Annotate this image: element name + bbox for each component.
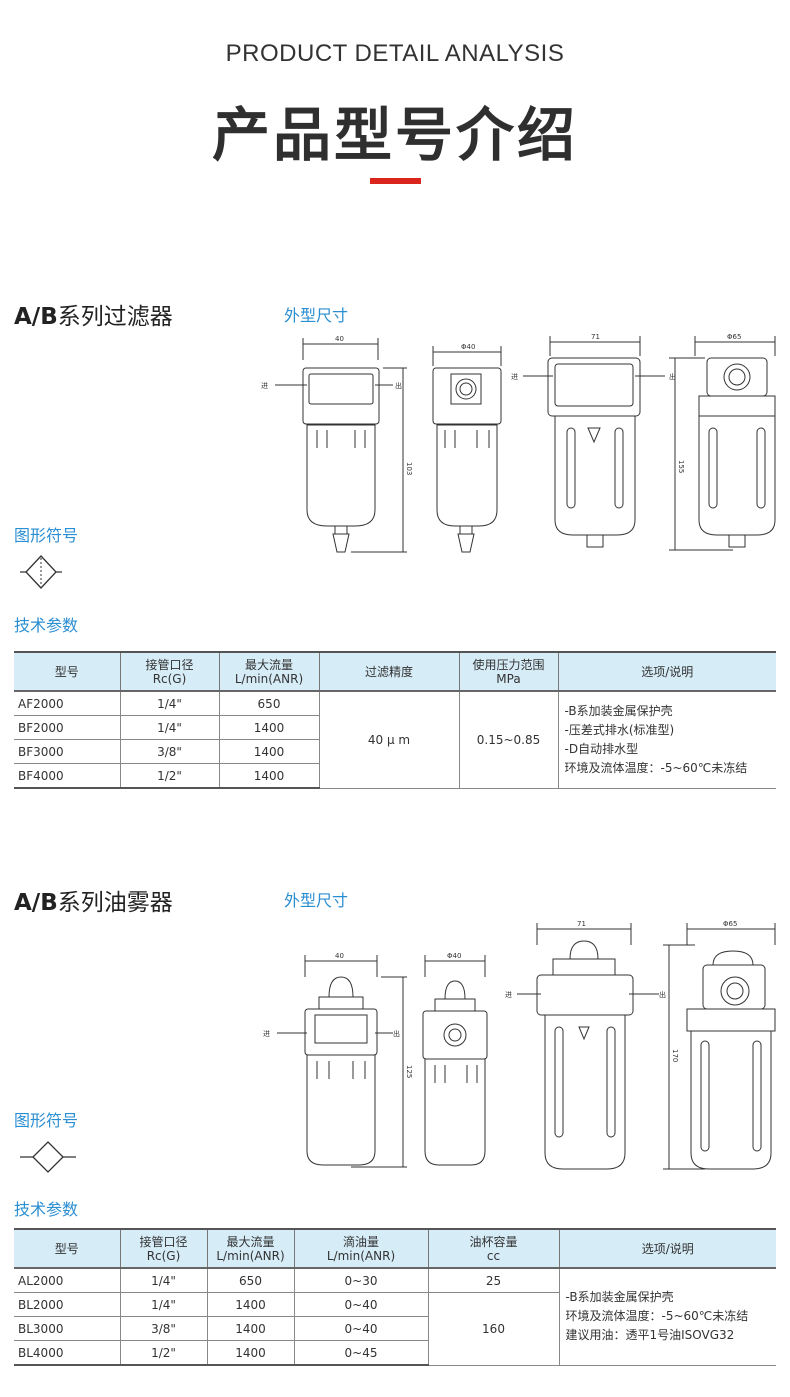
svg-text:进: 进 <box>263 1030 270 1038</box>
svg-text:71: 71 <box>577 920 586 928</box>
lubricator-options-notes: -B系加装金属保护壳 环境及流体温度：-5~60℃未冻结 建议用油：透平1号油I… <box>558 1267 776 1366</box>
title-underline <box>370 178 421 184</box>
table-row: AL2000 1/4" 650 0~30 25 -B系加装金属保护壳 环境及流体… <box>14 1267 776 1366</box>
header-port-size: 接管口径 Rc(G) <box>119 651 220 692</box>
filter-symbol-label: 图形符号 <box>14 526 79 545</box>
svg-text:出: 出 <box>669 372 676 381</box>
header-port-size: 接管口径 Rc(G) <box>119 1228 208 1269</box>
lubricator-dimensions-label: 外型尺寸 <box>284 891 349 910</box>
svg-text:170: 170 <box>671 1049 679 1062</box>
table-row: BL4000 1/2" 1400 0~45 <box>14 1340 776 1366</box>
table-header-row: 型号 接管口径 Rc(G) 最大流量 L/min(ANR) 滴油量 L/min(… <box>14 1228 776 1269</box>
header-cup-capacity: 油杯容量 cc <box>427 1228 560 1269</box>
table-row: AF2000 1/4" 650 40 μ m 0.15~0.85 -B系加装金属… <box>14 690 776 789</box>
cup-capacity-large: 160 <box>427 1292 559 1366</box>
page-title: 产品型号介绍 <box>211 101 578 169</box>
svg-text:出: 出 <box>395 381 402 390</box>
filter-section-title: A/B系列过滤器 <box>14 304 173 330</box>
header-model: 型号 <box>14 651 121 692</box>
cup-capacity-small: 25 <box>427 1267 560 1293</box>
svg-text:71: 71 <box>591 333 600 341</box>
svg-text:40: 40 <box>335 335 344 343</box>
svg-text:Φ40: Φ40 <box>447 952 461 960</box>
filter-options-notes: -B系加装金属保护壳 -压差式排水(标准型) -D自动排水型 环境及流体温度：-… <box>557 690 776 789</box>
lubricator-symbol-label: 图形符号 <box>14 1111 79 1130</box>
filter-params-label: 技术参数 <box>14 616 79 635</box>
header-drip-rate: 滴油量 L/min(ANR) <box>293 1228 429 1269</box>
svg-text:Φ65: Φ65 <box>727 333 741 341</box>
svg-text:40: 40 <box>335 952 344 960</box>
svg-text:进: 进 <box>505 991 512 999</box>
filter-dimension-drawings: 40 Φ40 71 Φ65 进 出 进 出 103 155 <box>261 333 776 553</box>
header-options: 选项/说明 <box>558 1228 776 1269</box>
svg-text:出: 出 <box>393 1029 400 1038</box>
svg-text:进: 进 <box>261 382 268 390</box>
header-options: 选项/说明 <box>557 651 776 692</box>
header-pressure-range: 使用压力范围 MPa <box>458 651 559 692</box>
svg-text:125: 125 <box>405 1065 413 1078</box>
svg-text:出: 出 <box>659 990 666 999</box>
header-model: 型号 <box>14 1228 121 1269</box>
svg-text:103: 103 <box>405 462 413 475</box>
table-header-row: 型号 接管口径 Rc(G) 最大流量 L/min(ANR) 过滤精度 使用压力范… <box>14 651 776 692</box>
header-max-flow: 最大流量 L/min(ANR) <box>218 651 320 692</box>
lubricator-spec-table: 型号 接管口径 Rc(G) 最大流量 L/min(ANR) 滴油量 L/min(… <box>14 1228 776 1366</box>
lubricator-params-label: 技术参数 <box>14 1200 79 1219</box>
svg-text:Φ65: Φ65 <box>723 920 737 928</box>
table-row: BL3000 3/8" 1400 0~40 <box>14 1316 776 1341</box>
table-row: BF4000 1/2" 1400 <box>14 763 776 789</box>
filter-precision-value: 40 μ m <box>318 690 460 789</box>
lubricator-symbol-icon <box>20 1141 76 1173</box>
filter-symbol-icon <box>20 555 62 589</box>
header-filter-precision: 过滤精度 <box>318 651 460 692</box>
table-row: BF3000 3/8" 1400 <box>14 739 776 764</box>
svg-text:进: 进 <box>511 373 518 381</box>
lubricator-dimension-drawings: 40 Φ40 71 Φ65 进 出 进 出 125 170 <box>263 920 776 1170</box>
header-max-flow: 最大流量 L/min(ANR) <box>206 1228 295 1269</box>
svg-text:155: 155 <box>677 460 685 473</box>
pressure-range-value: 0.15~0.85 <box>458 690 559 789</box>
filter-spec-table: 型号 接管口径 Rc(G) 最大流量 L/min(ANR) 过滤精度 使用压力范… <box>14 651 776 789</box>
header-subtitle: PRODUCT DETAIL ANALYSIS <box>225 40 565 67</box>
svg-text:Φ40: Φ40 <box>461 343 475 351</box>
filter-dimensions-label: 外型尺寸 <box>284 306 349 325</box>
lubricator-section-title: A/B系列油雾器 <box>14 890 173 916</box>
